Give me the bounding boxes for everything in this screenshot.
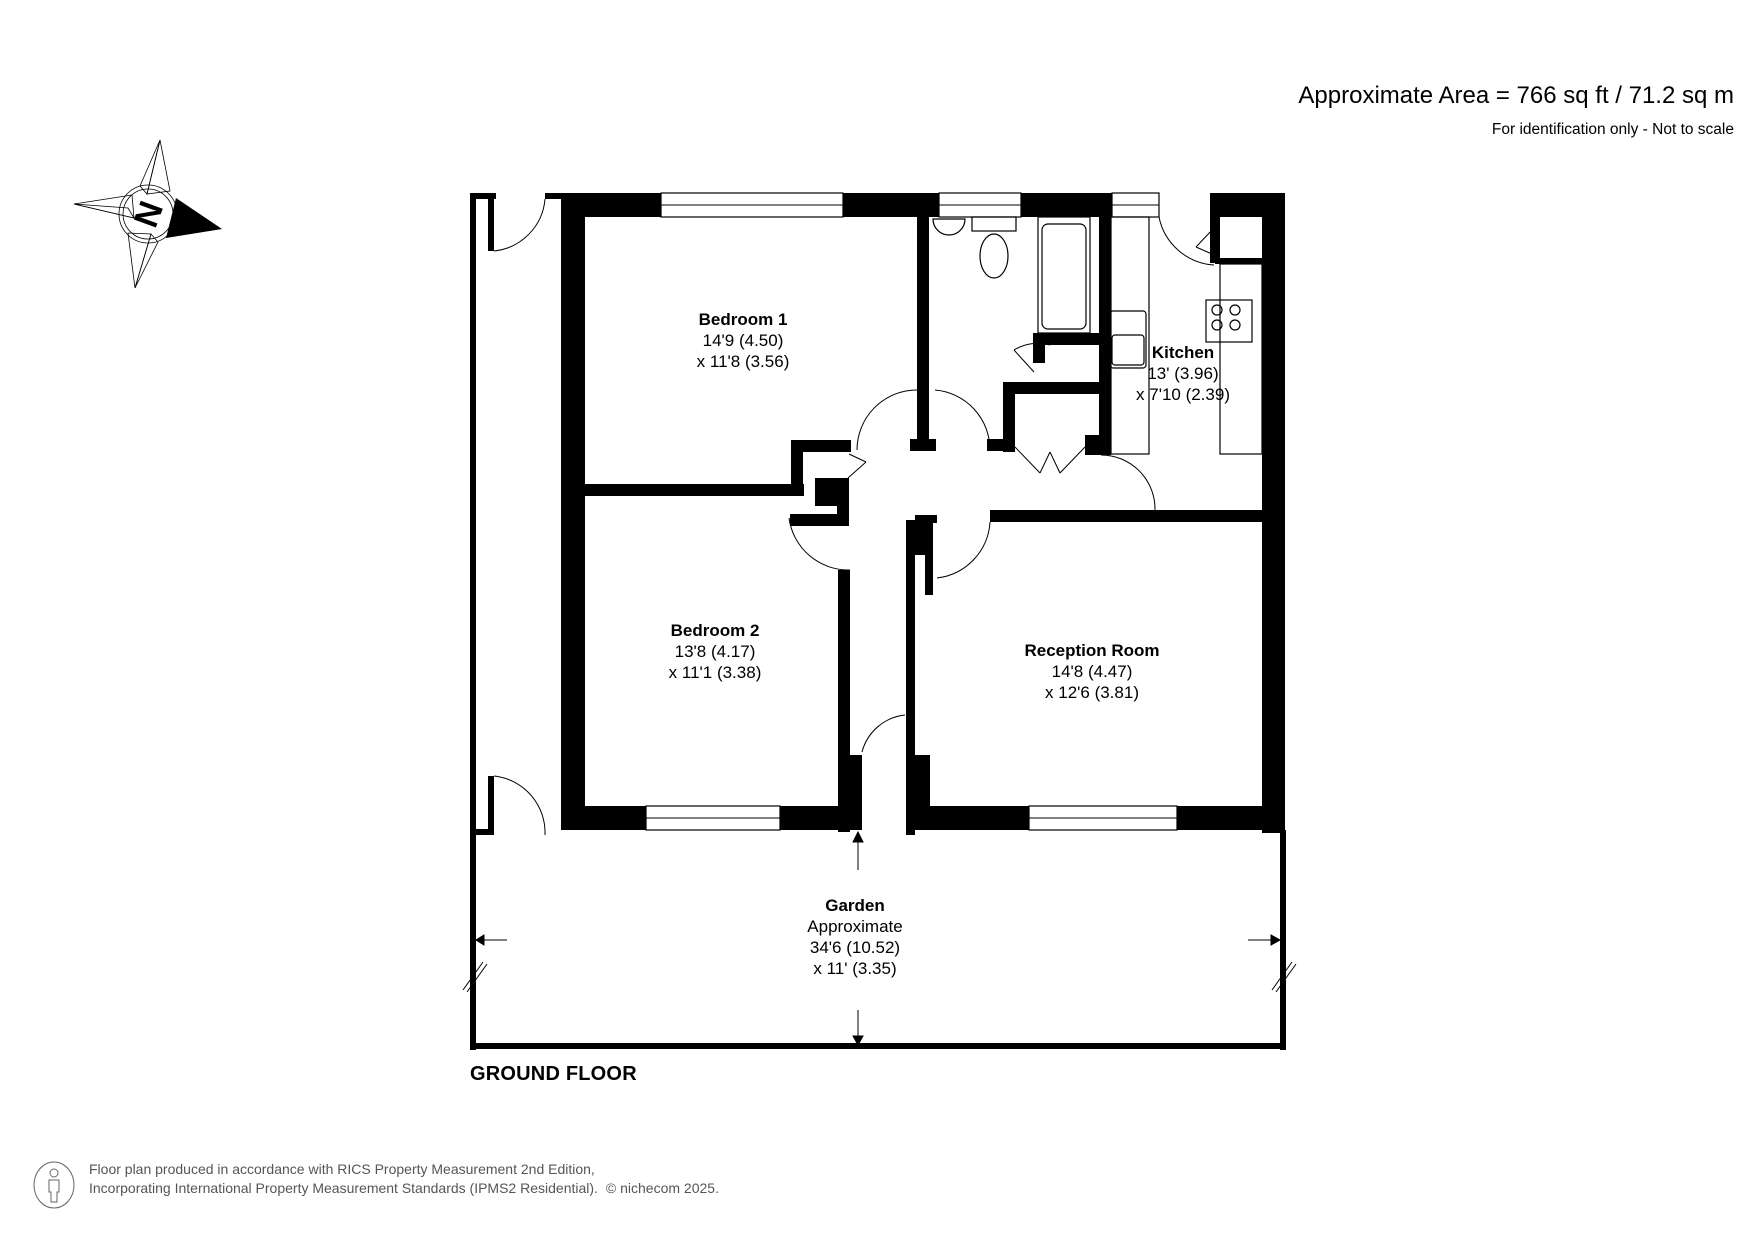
room-dimension-length: 13' (3.96) <box>1147 364 1219 383</box>
compass-rose-icon: N <box>73 139 222 289</box>
disclaimer: For identification only - Not to scale <box>1491 121 1734 138</box>
room-dimension-length: 34'6 (10.52) <box>809 938 901 957</box>
room-name: Kitchen <box>1151 343 1215 362</box>
copyright: © nichecom 2025. <box>605 1180 719 1196</box>
room-garden: Garden Approximate 34'6 (10.52) x 11' (3… <box>807 895 902 979</box>
room-name: Bedroom 2 <box>670 621 760 640</box>
floor-label: GROUND FLOOR <box>470 1063 637 1085</box>
room-dimension-length: 14'9 (4.50) <box>702 331 784 350</box>
room-dimension-width: x 11'1 (3.38) <box>668 663 762 682</box>
garden-note: Approximate <box>807 917 903 936</box>
approximate-area: Approximate Area = 766 sq ft / 71.2 sq m <box>1298 82 1734 109</box>
room-dimension-width: x 7'10 (2.39) <box>1136 385 1230 404</box>
person-outline-icon <box>33 1161 75 1209</box>
room-name: Reception Room <box>1024 641 1160 660</box>
room-reception: Reception Room 14'8 (4.47) x 12'6 (3.81) <box>1024 640 1159 703</box>
footer-line-2: Incorporating International Property Mea… <box>89 1180 719 1196</box>
room-kitchen: Kitchen 13' (3.96) x 7'10 (2.39) <box>1136 342 1230 405</box>
room-name: Bedroom 1 <box>698 310 788 329</box>
room-dimension-length: 14'8 (4.47) <box>1051 662 1133 681</box>
room-bedroom-1: Bedroom 1 14'9 (4.50) x 11'8 (3.56) <box>697 309 790 372</box>
room-dimension-length: 13'8 (4.17) <box>674 642 756 661</box>
room-dimension-width: x 11' (3.35) <box>813 959 897 978</box>
footer-line-1: Floor plan produced in accordance with R… <box>89 1161 595 1177</box>
footer-text: Floor plan produced in accordance with R… <box>89 1160 719 1198</box>
room-dimension-width: x 11'8 (3.56) <box>696 352 790 371</box>
room-bedroom-2: Bedroom 2 13'8 (4.17) x 11'1 (3.38) <box>669 620 762 683</box>
room-dimension-width: x 12'6 (3.81) <box>1045 683 1139 702</box>
room-name: Garden <box>825 896 885 915</box>
